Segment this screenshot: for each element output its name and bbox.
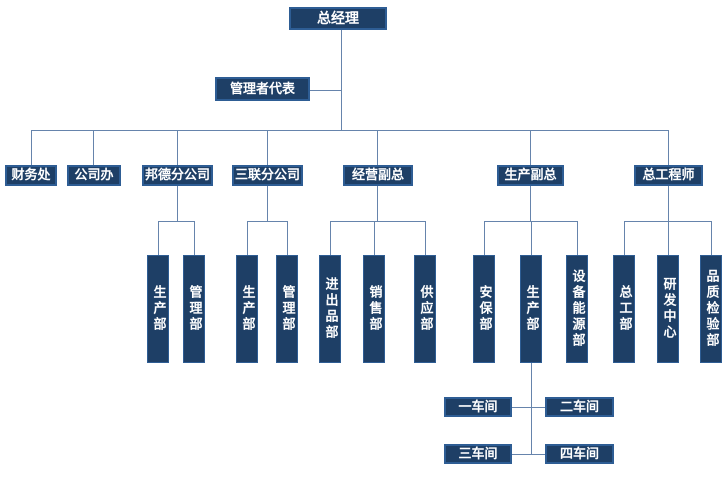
connector-line bbox=[484, 221, 485, 255]
node-chief-engineer: 总工程师 bbox=[634, 165, 703, 186]
connector-line bbox=[711, 221, 712, 255]
connector-line bbox=[512, 407, 545, 408]
node-finance-office: 财务处 bbox=[5, 165, 57, 186]
connector-line bbox=[287, 221, 288, 255]
connector-line bbox=[668, 186, 669, 221]
node-production-vp: 生产副总 bbox=[497, 165, 564, 186]
node-rd-center: 研发中心 bbox=[657, 255, 679, 363]
connector-line-workshop-stem bbox=[531, 363, 532, 454]
connector-line bbox=[177, 186, 178, 221]
connector-line bbox=[624, 221, 625, 255]
connector-line bbox=[31, 130, 32, 165]
node-workshop-1: 一车间 bbox=[444, 397, 512, 417]
connector-line bbox=[374, 221, 375, 255]
node-workshop-2: 二车间 bbox=[545, 397, 614, 417]
node-bangde-production-dept: 生产部 bbox=[147, 255, 169, 363]
connector-line bbox=[267, 186, 268, 221]
connector-line bbox=[330, 221, 331, 255]
connector-line-rep bbox=[310, 90, 342, 91]
node-bangde-management-dept: 管理部 bbox=[183, 255, 205, 363]
node-workshop-4: 四车间 bbox=[545, 444, 614, 464]
node-business-vp: 经营副总 bbox=[343, 165, 413, 186]
connector-line bbox=[377, 186, 378, 221]
node-management-representative: 管理者代表 bbox=[215, 77, 310, 101]
node-production-dept: 生产部 bbox=[520, 255, 542, 363]
connector-line bbox=[530, 130, 531, 165]
node-import-export-dept: 进出品部 bbox=[319, 255, 341, 363]
node-supply-dept: 供应部 bbox=[414, 255, 436, 363]
node-workshop-3: 三车间 bbox=[444, 444, 512, 464]
node-equipment-energy-dept: 设备能源部 bbox=[566, 255, 588, 363]
node-security-dept: 安保部 bbox=[473, 255, 495, 363]
connector-line bbox=[177, 130, 178, 165]
connector-line-gm-stem bbox=[341, 30, 342, 130]
connector-line bbox=[512, 454, 545, 455]
node-sales-dept: 销售部 bbox=[363, 255, 385, 363]
connector-line bbox=[377, 130, 378, 165]
connector-line bbox=[158, 221, 195, 222]
node-bangde-branch: 邦德分公司 bbox=[142, 165, 213, 186]
node-sanlian-production-dept: 生产部 bbox=[236, 255, 258, 363]
node-quality-inspection-dept: 品质检验部 bbox=[700, 255, 722, 363]
connector-line bbox=[425, 221, 426, 255]
connector-line bbox=[158, 221, 159, 255]
connector-line bbox=[267, 130, 268, 165]
node-general-manager: 总经理 bbox=[289, 7, 387, 30]
node-sanlian-branch: 三联分公司 bbox=[232, 165, 303, 186]
connector-line bbox=[668, 221, 669, 255]
connector-line-main bbox=[31, 130, 669, 131]
connector-line bbox=[531, 221, 532, 255]
connector-line bbox=[530, 186, 531, 221]
connector-line bbox=[247, 221, 248, 255]
connector-line bbox=[330, 221, 426, 222]
node-company-office: 公司办 bbox=[67, 165, 121, 186]
node-chief-engineering-dept: 总工部 bbox=[613, 255, 635, 363]
connector-line bbox=[194, 221, 195, 255]
connector-line bbox=[577, 221, 578, 255]
node-sanlian-management-dept: 管理部 bbox=[276, 255, 298, 363]
connector-line bbox=[93, 130, 94, 165]
connector-line bbox=[668, 130, 669, 165]
connector-line bbox=[247, 221, 288, 222]
